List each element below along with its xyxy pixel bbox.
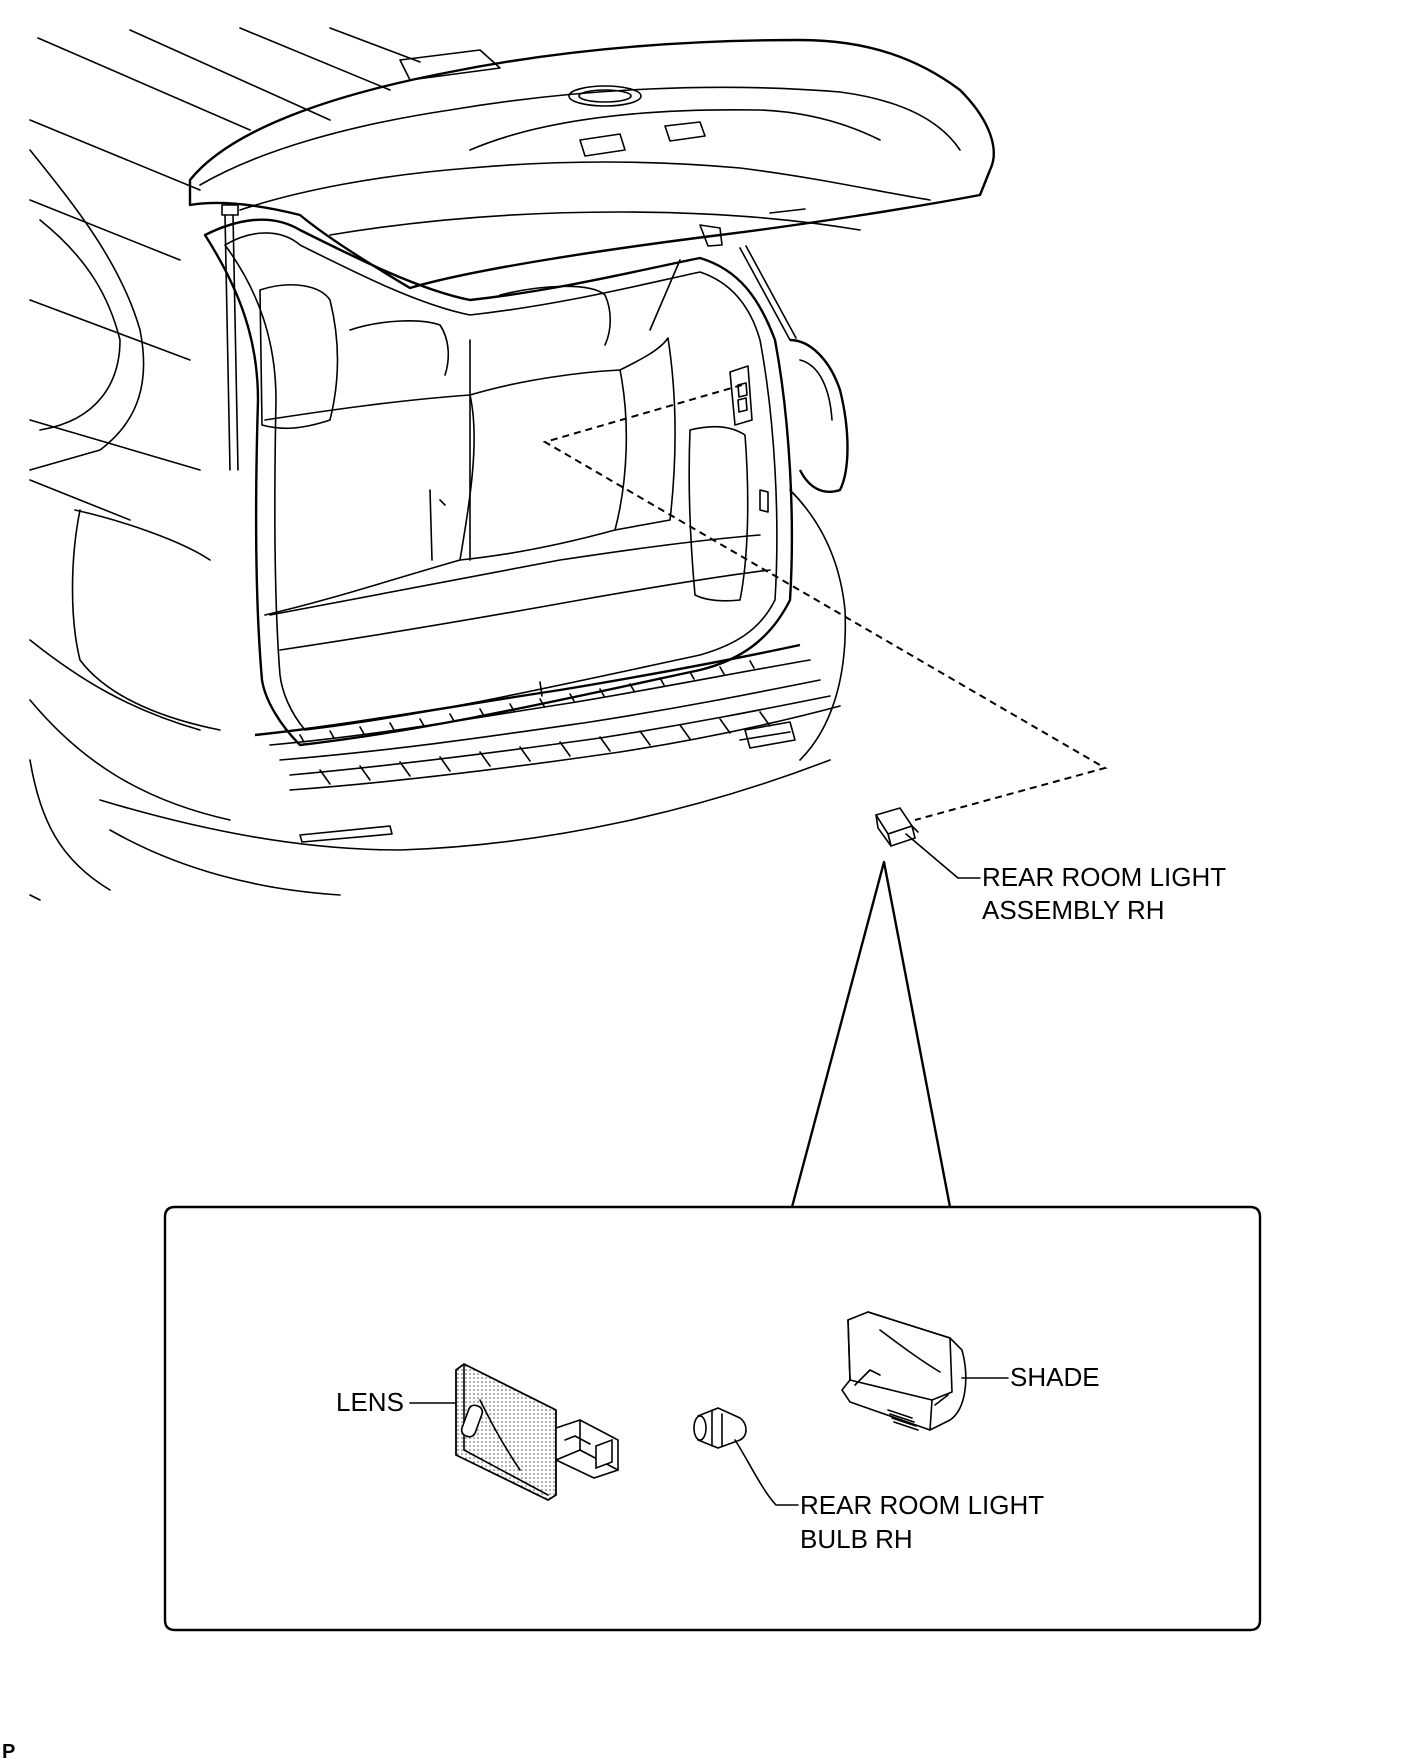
shade-label: SHADE bbox=[1010, 1362, 1100, 1392]
bulb-part-icon bbox=[693, 1407, 747, 1449]
detail-box bbox=[163, 1205, 1262, 1632]
corner-mark: P bbox=[2, 1741, 15, 1763]
bulb-label-line2: BULB RH bbox=[800, 1524, 913, 1554]
bulb-label-line1: REAR ROOM LIGHT bbox=[800, 1490, 1044, 1520]
zoom-callout bbox=[790, 860, 952, 1208]
bulb-leader-line bbox=[734, 1439, 799, 1506]
assembly-leader-line bbox=[905, 833, 981, 879]
assembly-label-line2: ASSEMBLY RH bbox=[982, 895, 1165, 925]
lens-label: LENS bbox=[336, 1387, 404, 1417]
lens-part-icon bbox=[455, 1362, 619, 1502]
location-dashed-leader bbox=[542, 384, 1108, 821]
shade-part-icon bbox=[841, 1311, 967, 1431]
room-light-assembly-icon bbox=[874, 807, 919, 848]
assembly-label-line1: REAR ROOM LIGHT bbox=[982, 862, 1226, 892]
vehicle-illustration bbox=[29, 27, 995, 901]
